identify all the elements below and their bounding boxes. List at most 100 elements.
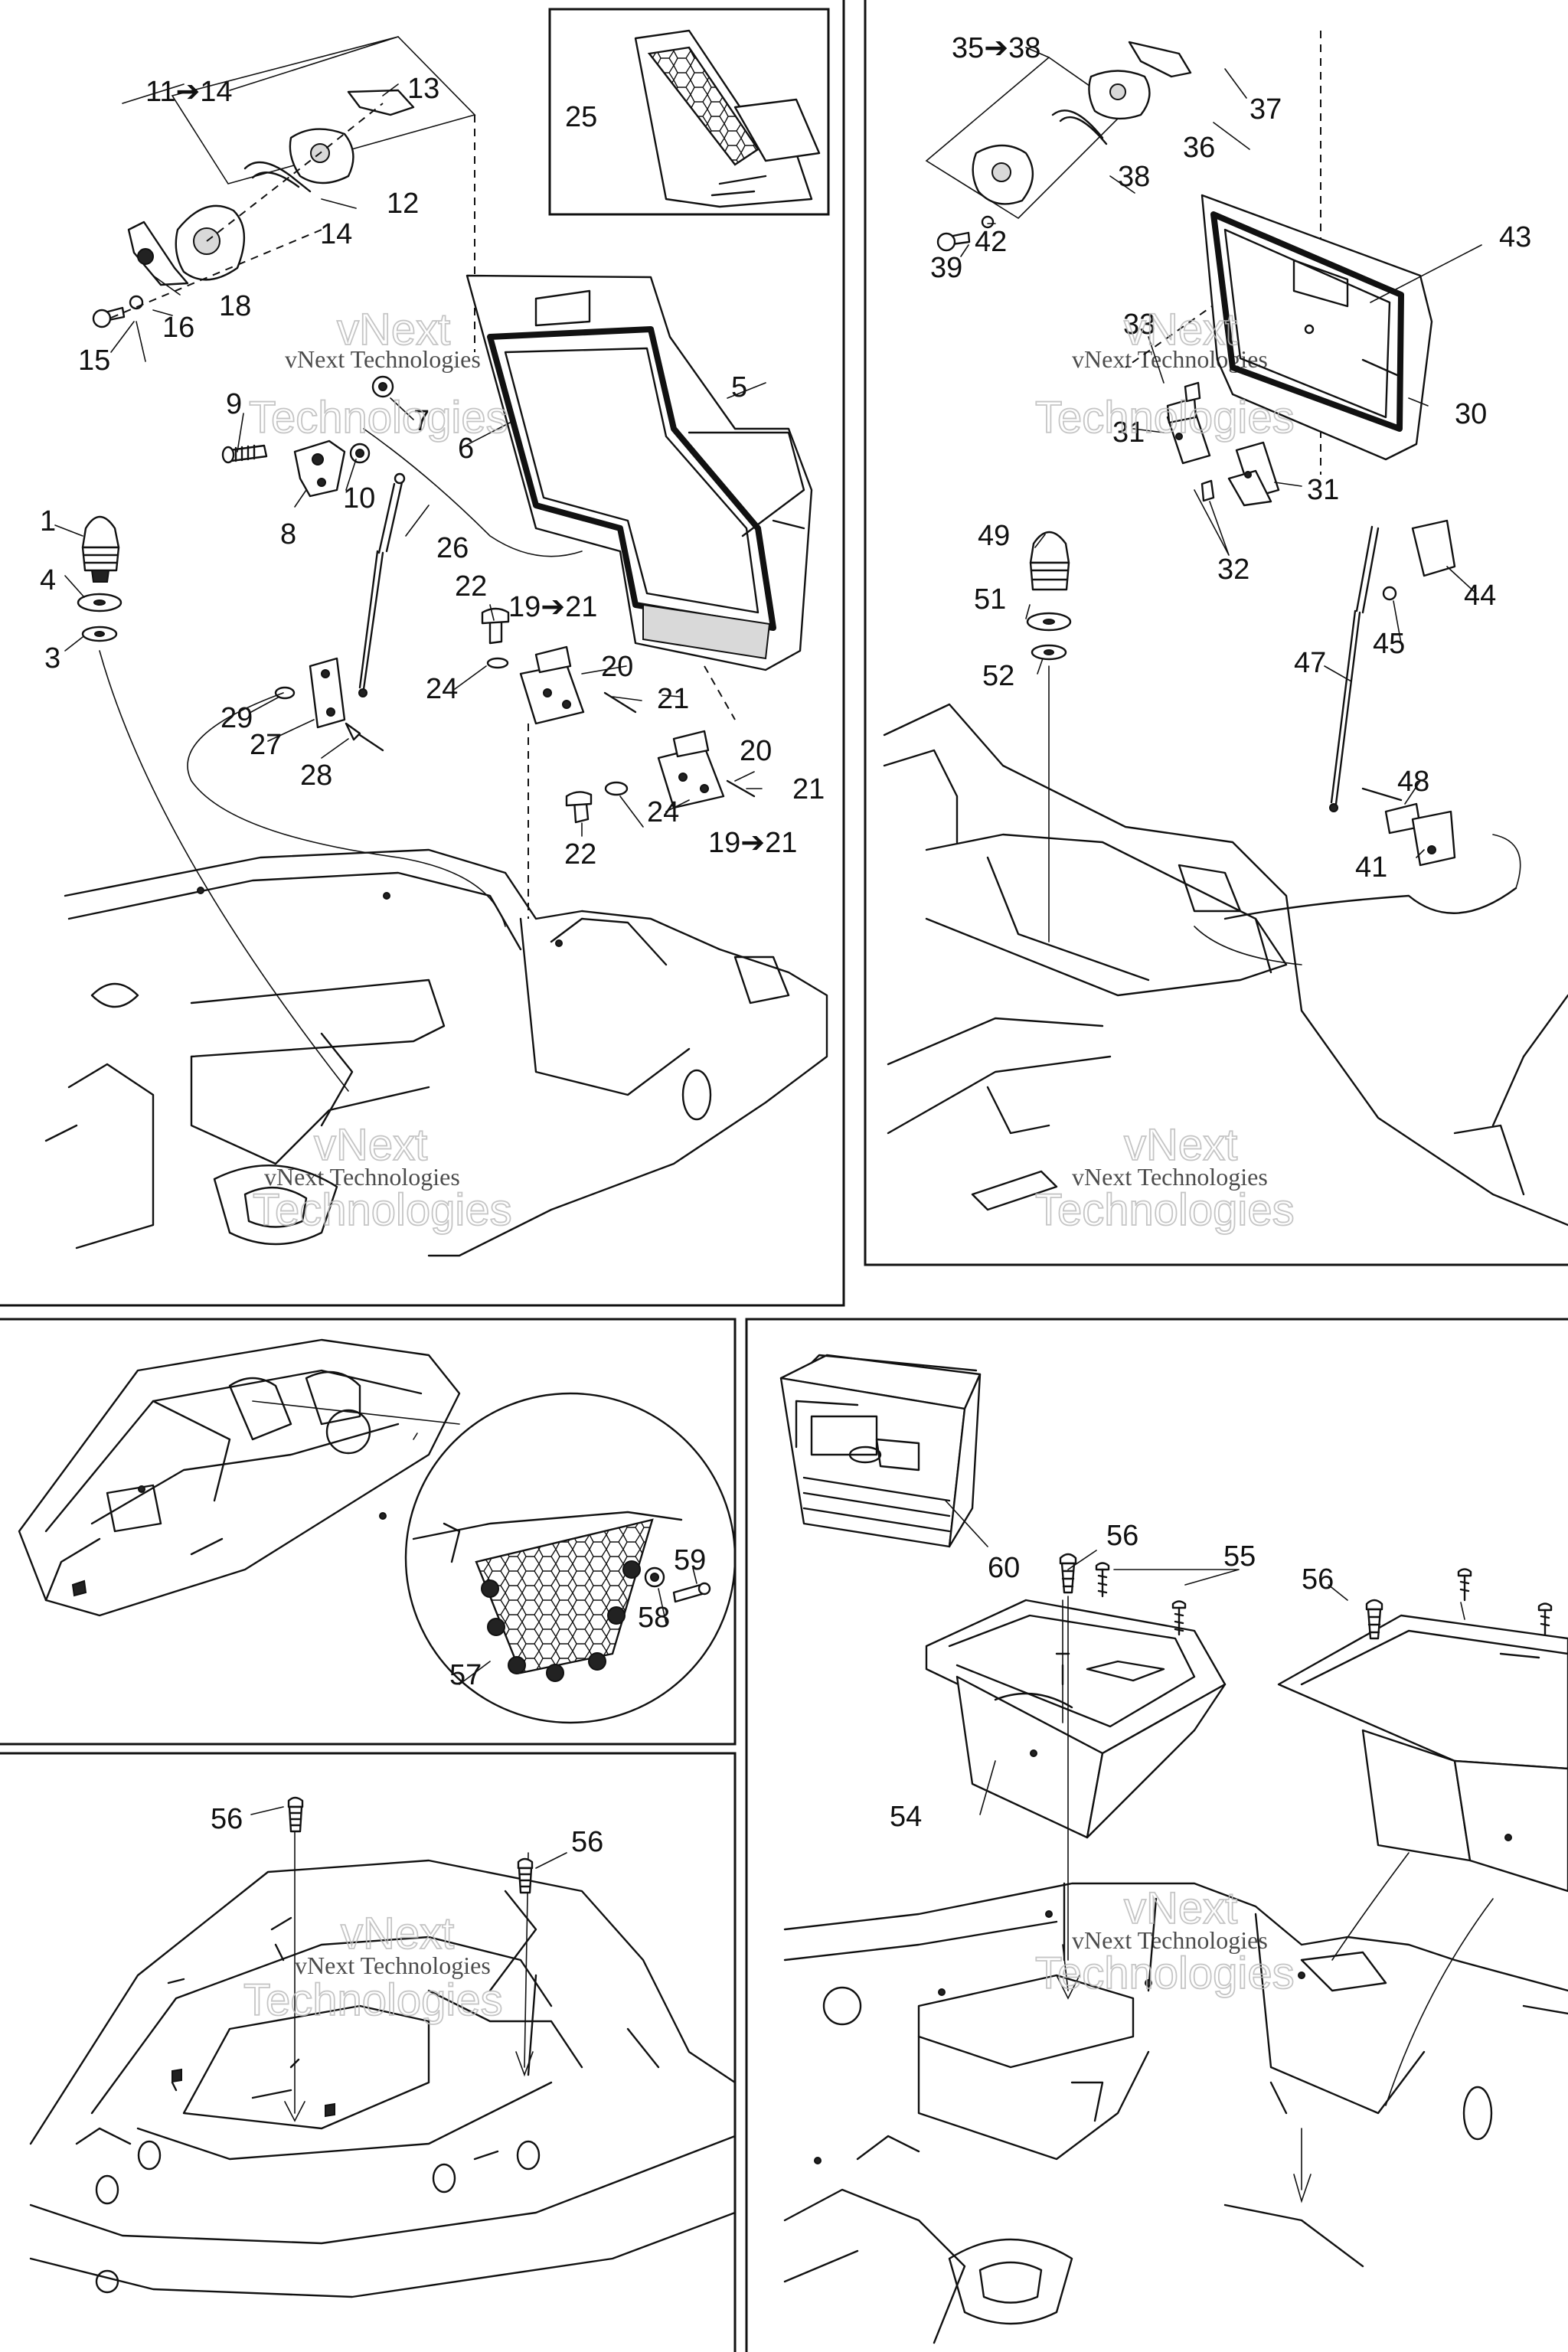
label-22-lower: 22 <box>564 838 596 871</box>
labels-top-left: 1 4 3 5 6 7 8 9 10 11➔14 12 13 14 15 16 … <box>40 73 825 871</box>
watermark-5-line1: vNext Technologies <box>295 1952 491 1979</box>
label-20-lower: 20 <box>740 735 772 767</box>
watermark-4-outline-a: vNext <box>1124 1120 1237 1170</box>
label-12: 12 <box>387 188 419 220</box>
label-45: 45 <box>1373 628 1405 660</box>
label-44: 44 <box>1464 580 1496 612</box>
panel-bottom-right-frame <box>745 1318 1568 2352</box>
storage-lid-30 <box>1200 194 1433 461</box>
label-22-upper: 22 <box>455 570 487 603</box>
label-3: 3 <box>44 642 60 675</box>
label-38: 38 <box>1118 161 1150 193</box>
watermark-2-line1: vNext Technologies <box>1072 345 1268 373</box>
label-35-38: 35➔38 <box>952 32 1040 64</box>
bracket-27 <box>274 657 384 752</box>
label-29: 29 <box>220 702 253 734</box>
bottom-right-panel: 60 56 55 56 54 <box>779 1354 1568 2344</box>
watermark-1-line1: vNext Technologies <box>285 345 481 373</box>
leader-lines-top-left <box>54 36 766 837</box>
watermark-4-outline-b: Technologies <box>1035 1185 1295 1235</box>
label-1: 1 <box>40 505 56 537</box>
label-42: 42 <box>975 226 1007 258</box>
watermark-3-outline-a: vNext <box>314 1120 427 1170</box>
boat-overview <box>18 1338 461 1617</box>
watermark-1-outline-b: Technologies <box>249 393 508 443</box>
label-37: 37 <box>1250 93 1282 126</box>
watermark-2-outline-a: vNext <box>1124 305 1237 354</box>
label-19-21-upper: 19➔21 <box>508 591 597 623</box>
label-31-right: 31 <box>1307 474 1339 506</box>
label-47: 47 <box>1294 647 1326 679</box>
label-33: 33 <box>1123 309 1155 341</box>
label-56-left-b: 56 <box>571 1826 603 1858</box>
label-52: 52 <box>982 660 1014 692</box>
watermark-3-line1: vNext Technologies <box>264 1163 460 1191</box>
labels-bottom-right: 60 56 55 56 54 <box>890 1520 1334 1833</box>
hull-bin-installation <box>783 1599 1568 2344</box>
watermark-6-outline-b: Technologies <box>1035 1949 1295 1998</box>
drain-plug-49 <box>1026 531 1072 942</box>
label-4: 4 <box>40 564 56 596</box>
label-10: 10 <box>343 482 375 514</box>
label-31-left: 31 <box>1112 416 1145 449</box>
label-18: 18 <box>219 290 251 322</box>
label-49: 49 <box>978 520 1010 552</box>
watermark-2-outline-b: Technologies <box>1035 393 1295 443</box>
label-59: 59 <box>674 1544 706 1576</box>
hinges-31-33 <box>1166 381 1280 507</box>
watermark-5-outline-a: vNext <box>341 1909 454 1958</box>
hinge-bracket-8 <box>221 375 394 498</box>
labels-middle-left: 59 58 57 <box>449 1544 706 1691</box>
panel-bottom-left-frame <box>0 1752 737 2352</box>
label-30: 30 <box>1455 398 1487 430</box>
hinges-19-21 <box>481 607 756 919</box>
label-25: 25 <box>565 101 597 133</box>
watermark-5-outline-b: Technologies <box>243 1975 503 2025</box>
label-24-upper: 24 <box>426 673 458 705</box>
labels-bottom-left: 56 56 <box>211 1803 603 1858</box>
label-36: 36 <box>1183 132 1215 164</box>
watermark-3-outline-b: Technologies <box>253 1185 512 1235</box>
watermark-1-outline-a: vNext <box>337 305 450 354</box>
watermarks: vNext Technologies vNext Technologies vN… <box>243 304 1295 2026</box>
label-11-14: 11➔14 <box>145 76 233 108</box>
label-58: 58 <box>638 1602 670 1634</box>
label-27: 27 <box>250 729 282 761</box>
label-14: 14 <box>320 218 352 250</box>
mesh-detail-circle <box>404 1392 737 1724</box>
leader-lines-top-right <box>960 47 1482 858</box>
label-8: 8 <box>280 518 296 550</box>
latch-assembly-left <box>92 36 476 352</box>
hull-storage-view <box>883 703 1568 1227</box>
top-right-panel: 35➔38 37 36 38 42 39 43 33 30 31 31 32 4… <box>883 31 1568 1227</box>
label-56-right-b: 56 <box>1302 1563 1334 1596</box>
drain-plug-1 <box>77 515 122 642</box>
panel-top-left-frame <box>0 0 845 1307</box>
label-55: 55 <box>1223 1540 1256 1573</box>
label-6: 6 <box>458 433 474 465</box>
latch-assembly-right <box>925 31 1321 475</box>
top-left-panel: 1 4 3 5 6 7 8 9 10 11➔14 12 13 14 15 16 … <box>40 29 828 1257</box>
panel-middle-left-frame <box>0 1318 737 1746</box>
label-21-lower: 21 <box>792 773 825 805</box>
label-54: 54 <box>890 1801 922 1833</box>
label-21-upper: 21 <box>657 683 689 715</box>
label-51: 51 <box>974 583 1006 616</box>
label-48: 48 <box>1397 766 1429 798</box>
label-15: 15 <box>78 345 110 377</box>
label-20-upper: 20 <box>601 651 633 683</box>
hull-rear-view <box>44 428 828 1257</box>
label-57: 57 <box>449 1659 482 1691</box>
inset-detail-frame <box>548 8 830 216</box>
storage-bin-54 <box>925 1599 1227 1839</box>
inset-seat-mesh-detail <box>634 29 821 208</box>
watermark-4-line1: vNext Technologies <box>1072 1163 1268 1191</box>
label-56-right-a: 56 <box>1106 1520 1138 1552</box>
label-28: 28 <box>300 760 332 792</box>
label-9: 9 <box>226 388 242 420</box>
label-5: 5 <box>731 371 747 403</box>
gas-strut-47 <box>1329 519 1456 867</box>
